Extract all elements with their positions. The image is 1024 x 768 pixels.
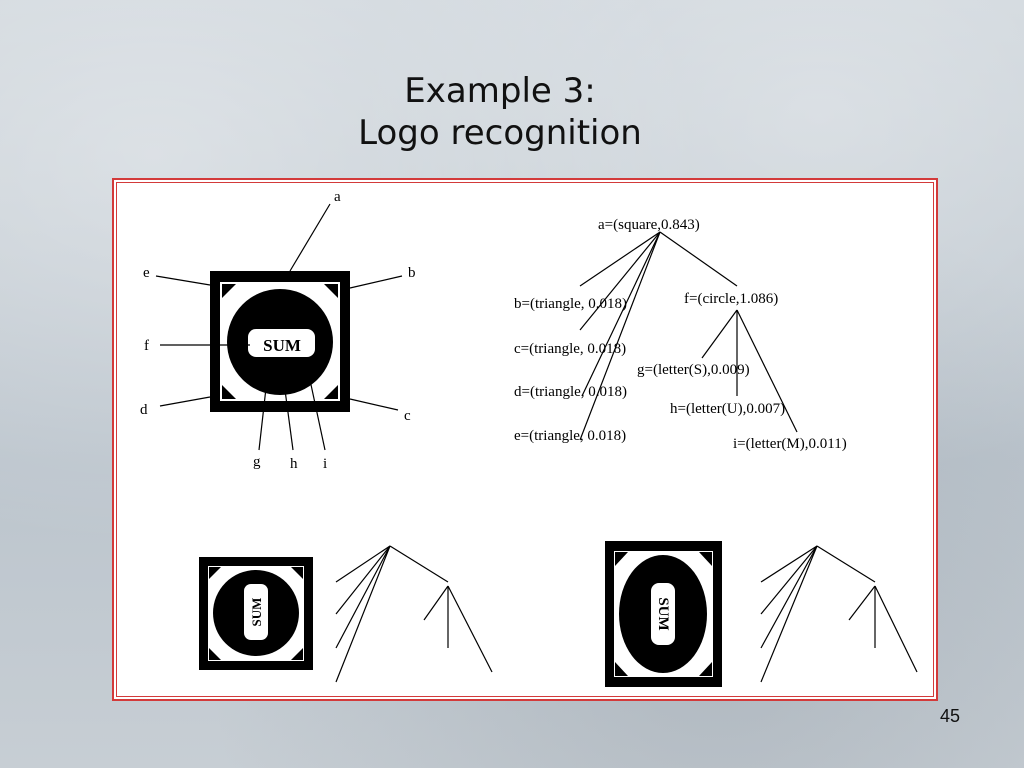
logo-rotated-small: SUM	[199, 557, 313, 670]
tl-edge-1	[335, 545, 391, 583]
node-i: i=(letter(M),0.011)	[733, 436, 847, 452]
slide-title-line2: Logo recognition	[358, 113, 642, 153]
rect-triangle-1	[615, 552, 628, 566]
edge-a-e	[579, 231, 661, 441]
logo-large: SUM	[210, 271, 350, 412]
edge-a-b	[579, 231, 661, 287]
label-d: d	[140, 402, 148, 418]
tree-edges	[579, 231, 798, 441]
label-h: h	[290, 456, 298, 472]
label-a: a	[334, 189, 341, 205]
logo-small-text: SUM	[249, 598, 264, 627]
logo-rotated-large: SUM	[605, 541, 722, 687]
tl-edge-8	[447, 585, 493, 673]
tree-node-labels: a=(square,0.843) b=(triangle, 0.018) c=(…	[514, 217, 847, 452]
logo-small-text-box	[244, 584, 268, 640]
figure-frame-inner	[116, 182, 934, 697]
node-e: e=(triangle, 0.018)	[514, 428, 626, 444]
edge-a-f	[659, 231, 738, 287]
leader-b	[349, 275, 403, 289]
node-f: f=(circle,1.086)	[684, 291, 778, 307]
tl-edge-5	[389, 545, 449, 583]
small-triangle-3	[209, 648, 221, 660]
leader-d	[159, 396, 211, 407]
tr-edge-4	[760, 545, 818, 683]
edge-a-c	[579, 231, 661, 331]
triangle-bottom-right	[324, 385, 338, 399]
triangle-top-left	[222, 284, 236, 298]
tr-edge-3	[760, 545, 818, 649]
edge-f-i	[736, 309, 798, 433]
rect-triangle-3	[615, 662, 628, 676]
tree-small-left	[335, 545, 493, 683]
tr-edge-1	[760, 545, 818, 583]
leader-lines	[155, 203, 403, 451]
leader-a	[289, 203, 331, 272]
logo-text: SUM	[263, 336, 301, 355]
node-g: g=(letter(S),0.009)	[637, 362, 750, 378]
node-h: h=(letter(U),0.007)	[670, 401, 785, 417]
part-labels: a b c d e f g h i	[140, 189, 416, 472]
tl-edge-6	[423, 585, 449, 621]
page-number: 45	[940, 706, 961, 726]
rect-triangle-4	[699, 662, 712, 676]
tr-edge-5	[816, 545, 876, 583]
label-b: b	[408, 265, 416, 281]
slide-title-line1: Example 3:	[404, 71, 596, 111]
node-b: b=(triangle, 0.018)	[514, 296, 627, 312]
edge-f-g	[701, 309, 738, 359]
leader-g	[258, 387, 267, 451]
label-c: c	[404, 408, 411, 424]
node-a: a=(square,0.843)	[598, 217, 700, 233]
label-i: i	[323, 456, 327, 472]
edge-a-d	[581, 231, 661, 397]
logo-text-box	[248, 329, 315, 357]
small-triangle-4	[291, 648, 303, 660]
triangle-top-right	[324, 284, 338, 298]
small-triangle-1	[209, 567, 221, 579]
tree-small-right	[760, 545, 918, 683]
leader-h	[284, 389, 294, 451]
node-d: d=(triangle, 0.018)	[514, 384, 627, 400]
tl-edge-2	[335, 545, 391, 615]
tl-edge-3	[335, 545, 391, 649]
tr-edge-2	[760, 545, 818, 615]
logo-rect-text: SUM	[655, 597, 671, 630]
leader-c	[349, 398, 399, 411]
tr-edge-6	[848, 585, 876, 621]
rect-triangle-2	[699, 552, 712, 566]
node-c: c=(triangle, 0.018)	[514, 341, 626, 357]
tr-edge-8	[874, 585, 918, 673]
leader-i	[309, 379, 326, 451]
leader-e	[155, 275, 211, 286]
label-e: e	[143, 265, 150, 281]
tl-edge-4	[335, 545, 391, 683]
triangle-bottom-left	[222, 385, 236, 399]
label-f: f	[144, 338, 149, 354]
logo-rect-text-box	[651, 583, 675, 645]
small-triangle-2	[291, 567, 303, 579]
label-g: g	[253, 454, 261, 470]
